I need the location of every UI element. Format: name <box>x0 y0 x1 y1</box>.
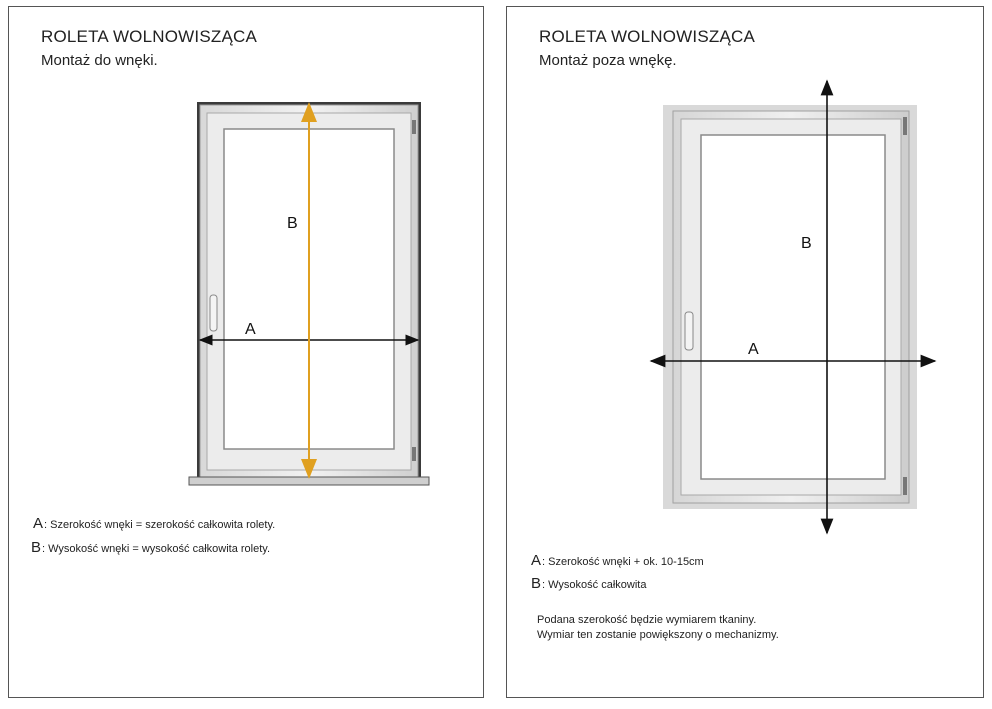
legend-b: B: Wysokość całkowita <box>531 575 646 592</box>
window-handle-icon <box>209 294 218 332</box>
legend-b-text: : Wysokość wnęki = wysokość całkowita ro… <box>42 543 271 555</box>
dimension-label-b: B <box>801 235 812 252</box>
legend-b-key: B <box>31 539 42 556</box>
fabric-width-note-line1: Podana szerokość będzie wymiarem tkaniny… <box>537 614 757 626</box>
fabric-width-note: Podana szerokość będzie wymiarem tkaniny… <box>537 613 779 643</box>
fabric-width-note-line2: Wymiar ten zostanie powiększony o mechan… <box>537 629 779 641</box>
dimension-label-a: A <box>748 341 759 358</box>
panel-title: ROLETA WOLNOWISZĄCA <box>539 27 756 46</box>
hinge-icon <box>412 447 416 461</box>
hinge-icon <box>412 120 416 134</box>
hinge-icon <box>903 117 907 135</box>
legend-a-key: A <box>531 552 542 569</box>
legend-a-text: : Szerokość wnęki + ok. 10-15cm <box>542 556 704 568</box>
panel-title: ROLETA WOLNOWISZĄCA <box>41 27 258 46</box>
legend-a-text: : Szerokość wnęki = szerokość całkowita … <box>44 519 276 531</box>
hinge-icon <box>903 477 907 495</box>
legend-b-key: B <box>531 575 542 592</box>
legend-a-key: A <box>33 515 44 532</box>
panel-subtitle: Montaż poza wnękę. <box>539 52 677 69</box>
window-diagram-outside: A B <box>649 79 937 535</box>
window-sill <box>188 476 430 486</box>
panel-outside-recess: ROLETA WOLNOWISZĄCA Montaż poza wnękę. <box>506 6 984 698</box>
panel-inside-recess: ROLETA WOLNOWISZĄCA Montaż do wnęki. <box>8 6 484 698</box>
dimension-label-b: B <box>287 215 298 232</box>
window-glass <box>700 134 886 480</box>
legend-b: B: Wysokość wnęki = wysokość całkowita r… <box>31 539 270 556</box>
window-diagram-inside: A B <box>188 102 430 486</box>
legend-a: A: Szerokość wnęki + ok. 10-15cm <box>531 552 704 569</box>
legend-a: A: Szerokość wnęki = szerokość całkowita… <box>33 515 275 532</box>
panel-subtitle: Montaż do wnęki. <box>41 52 158 69</box>
dimension-label-a: A <box>245 321 256 338</box>
window-handle-icon <box>684 311 694 351</box>
legend-b-text: : Wysokość całkowita <box>542 579 647 591</box>
